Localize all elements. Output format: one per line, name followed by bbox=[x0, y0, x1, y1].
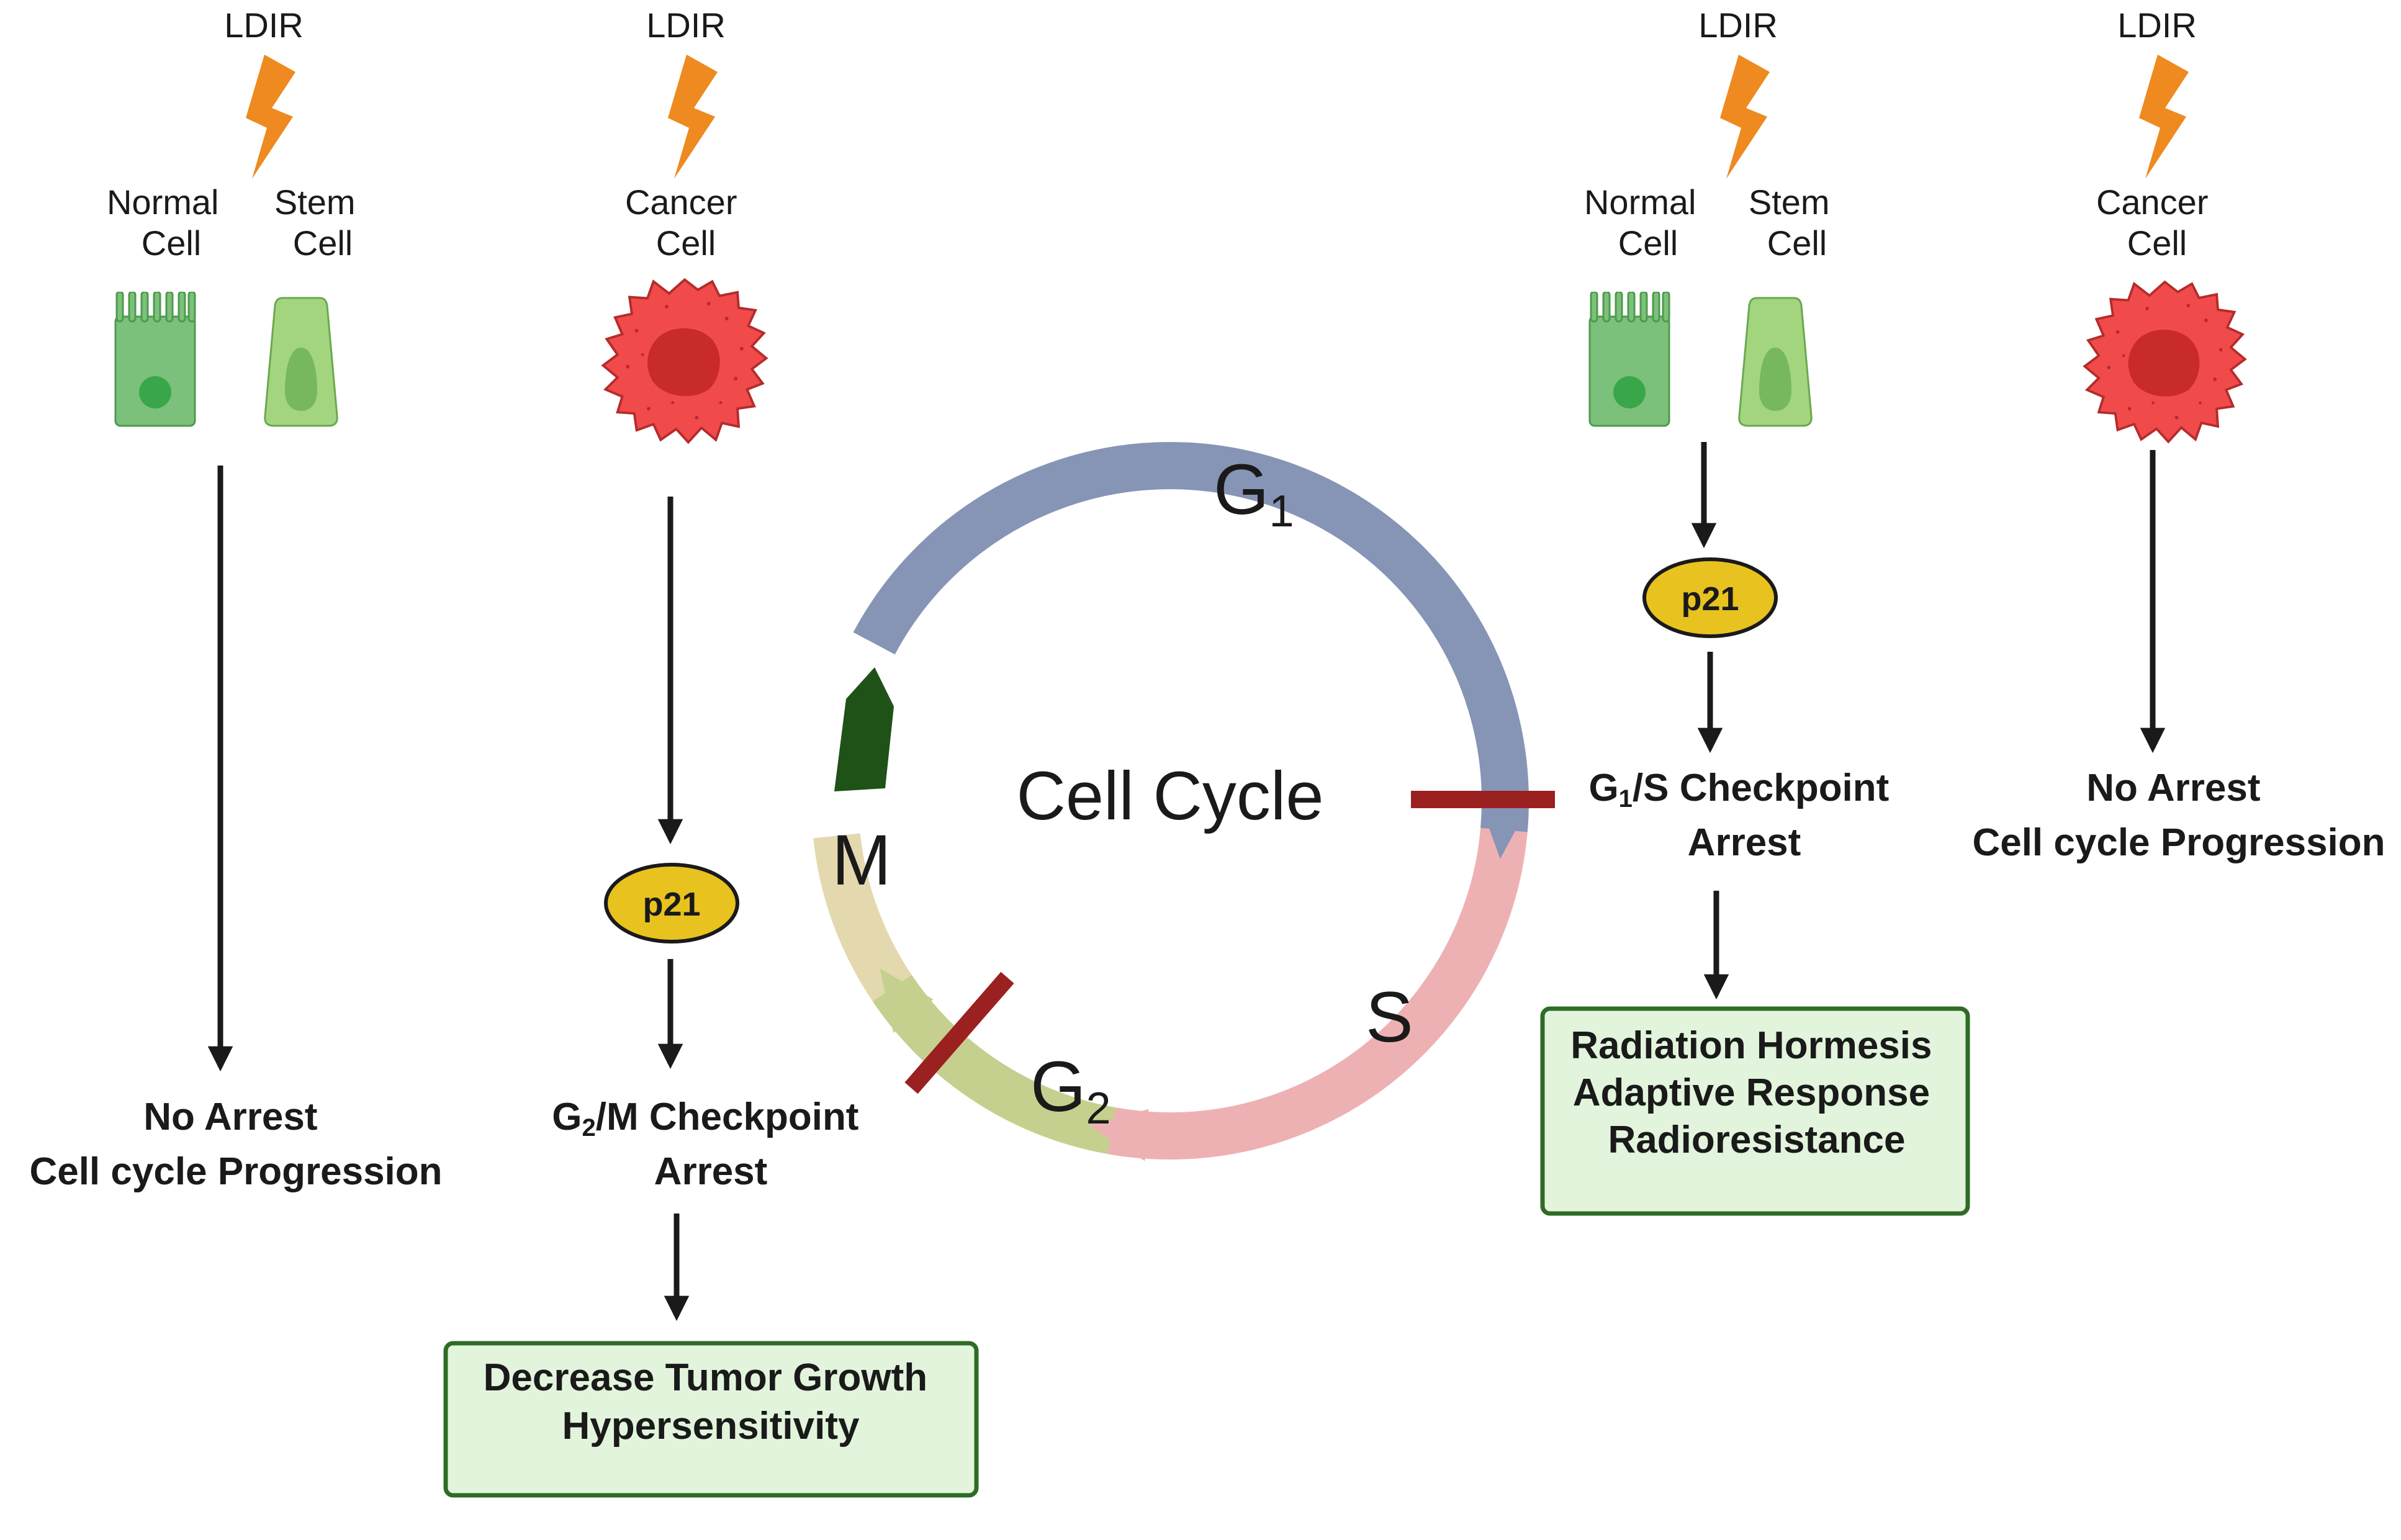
p21-label: p21 bbox=[1681, 580, 1739, 618]
result-text: Radiation Hormesis Adaptive Response Rad… bbox=[1570, 1024, 1942, 1161]
phase-g2-main: G bbox=[1030, 1047, 1086, 1127]
m-phase-dark-segment bbox=[834, 667, 894, 791]
phase-g2-sub: 2 bbox=[1086, 1084, 1110, 1133]
result-line2: Adaptive Response bbox=[1573, 1071, 1930, 1114]
result-box bbox=[1540, 1006, 1970, 1216]
normal-cell-label: Normal Cell bbox=[107, 182, 228, 263]
phase-g1-main: G bbox=[1214, 450, 1269, 529]
ldir-label: LDIR bbox=[1698, 6, 1778, 45]
ldir-label: LDIR bbox=[646, 6, 726, 45]
result-line1: Radiation Hormesis bbox=[1570, 1024, 1932, 1067]
outcome-no-arrest: No Arrest Cell cycle Progression bbox=[1972, 767, 2385, 864]
lightning-bolt-icon bbox=[246, 55, 295, 179]
checkpoint-suffix: /S Checkpoint bbox=[1633, 767, 1889, 809]
ldir-label: LDIR bbox=[224, 6, 304, 45]
g1s-checkpoint-label: G1/S Checkpoint Arrest bbox=[1588, 767, 1899, 864]
cancer-cell-label: Cancer Cell bbox=[2096, 182, 2218, 263]
checkpoint-subscript: 1 bbox=[1619, 785, 1633, 813]
phase-s-arrowhead bbox=[1089, 1109, 1149, 1161]
checkpoint-subscript: 2 bbox=[582, 1114, 596, 1141]
panel-cancer-right: LDIR Cancer Cell No Arrest Cell cycle Pr… bbox=[1972, 6, 2385, 864]
outcome-line2: Cell cycle Progression bbox=[1972, 821, 2385, 864]
stem-cell-label-line1: Stem bbox=[274, 182, 356, 222]
outcome-line2: Cell cycle Progression bbox=[29, 1150, 442, 1193]
cell-cycle-ring bbox=[813, 442, 1531, 1161]
phase-g1-label: G1 bbox=[1214, 450, 1294, 536]
phase-g1-sub: 1 bbox=[1269, 487, 1294, 536]
normal-cell-icon bbox=[1588, 292, 1670, 427]
result-box bbox=[443, 1341, 979, 1498]
stem-cell-label: Stem Cell bbox=[274, 182, 365, 263]
result-line3: Radioresistance bbox=[1608, 1119, 1906, 1161]
result-text: Decrease Tumor Growth Hypersensitivity bbox=[484, 1356, 939, 1448]
panel-normal-stem-left: LDIR Normal Cell Stem Cell No Arrest Cel… bbox=[29, 6, 442, 1193]
cancer-cell-label-line2: Cell bbox=[2127, 223, 2187, 263]
panel-normal-stem-right: LDIR Normal Cell Stem Cell p21 G1/S Chec… bbox=[1540, 6, 1970, 1216]
panel-cancer-left: LDIR Cancer Cell p21 G2/M Checkpoint Arr… bbox=[443, 6, 979, 1498]
stem-cell-label-line1: Stem bbox=[1749, 182, 1830, 222]
p21-protein bbox=[1642, 557, 1778, 638]
checkpoint-g: G bbox=[552, 1096, 582, 1138]
cancer-cell-label-line1: Cancer bbox=[625, 182, 737, 222]
cancer-cell-icon bbox=[601, 278, 768, 444]
cancer-cell-icon bbox=[2083, 281, 2246, 443]
phase-g2-label: G2 bbox=[1030, 1047, 1111, 1133]
checkpoint-line2: Arrest bbox=[654, 1150, 768, 1193]
outcome-no-arrest: No Arrest Cell cycle Progression bbox=[29, 1096, 442, 1193]
result-line1: Decrease Tumor Growth bbox=[484, 1356, 927, 1399]
stem-cell-label-line2: Cell bbox=[293, 223, 353, 263]
g2m-checkpoint-label: G2/M Checkpoint Arrest bbox=[552, 1096, 869, 1193]
outcome-line1: No Arrest bbox=[2086, 767, 2260, 809]
cancer-cell-label: Cancer Cell bbox=[625, 182, 747, 263]
normal-cell-label: Normal Cell bbox=[1584, 182, 1706, 263]
normal-cell-label-line2: Cell bbox=[1618, 223, 1678, 263]
checkpoint-suffix: /M Checkpoint bbox=[596, 1096, 859, 1138]
cell-cycle: Cell Cycle G1 S G2 M bbox=[813, 442, 1555, 1161]
normal-cell-icon bbox=[114, 292, 196, 427]
cancer-cell-label-line2: Cell bbox=[656, 223, 716, 263]
checkpoint-g: G bbox=[1588, 767, 1618, 809]
phase-s-arc bbox=[1107, 811, 1529, 1160]
stem-cell-label: Stem Cell bbox=[1749, 182, 1839, 263]
cell-cycle-title: Cell Cycle bbox=[1016, 758, 1323, 834]
cancer-cell-label-line1: Cancer bbox=[2096, 182, 2209, 222]
stem-cell-icon bbox=[1738, 297, 1813, 427]
p21-protein bbox=[604, 863, 739, 943]
lightning-bolt-icon bbox=[2139, 55, 2189, 179]
normal-cell-label-line2: Cell bbox=[142, 223, 201, 263]
result-line2: Hypersensitivity bbox=[562, 1405, 860, 1448]
normal-cell-label-line1: Normal bbox=[1584, 182, 1696, 222]
phase-g1-arrowhead bbox=[1479, 801, 1531, 859]
g2m-block-bar bbox=[904, 971, 1014, 1094]
lightning-bolt-icon bbox=[668, 55, 718, 179]
phase-g1-arc bbox=[853, 442, 1529, 832]
phase-m-label: M bbox=[832, 821, 891, 900]
ldir-label: LDIR bbox=[2117, 6, 2197, 45]
stem-cell-label-line2: Cell bbox=[1767, 223, 1827, 263]
outcome-line1: No Arrest bbox=[143, 1096, 317, 1138]
phase-g2-arrowhead bbox=[880, 968, 934, 1033]
normal-cell-label-line1: Normal bbox=[107, 182, 218, 222]
stem-cell-icon bbox=[264, 297, 338, 427]
checkpoint-line2: Arrest bbox=[1688, 821, 1801, 864]
p21-label: p21 bbox=[642, 886, 700, 923]
lightning-bolt-icon bbox=[1720, 55, 1770, 179]
phase-s-label: S bbox=[1366, 978, 1413, 1057]
